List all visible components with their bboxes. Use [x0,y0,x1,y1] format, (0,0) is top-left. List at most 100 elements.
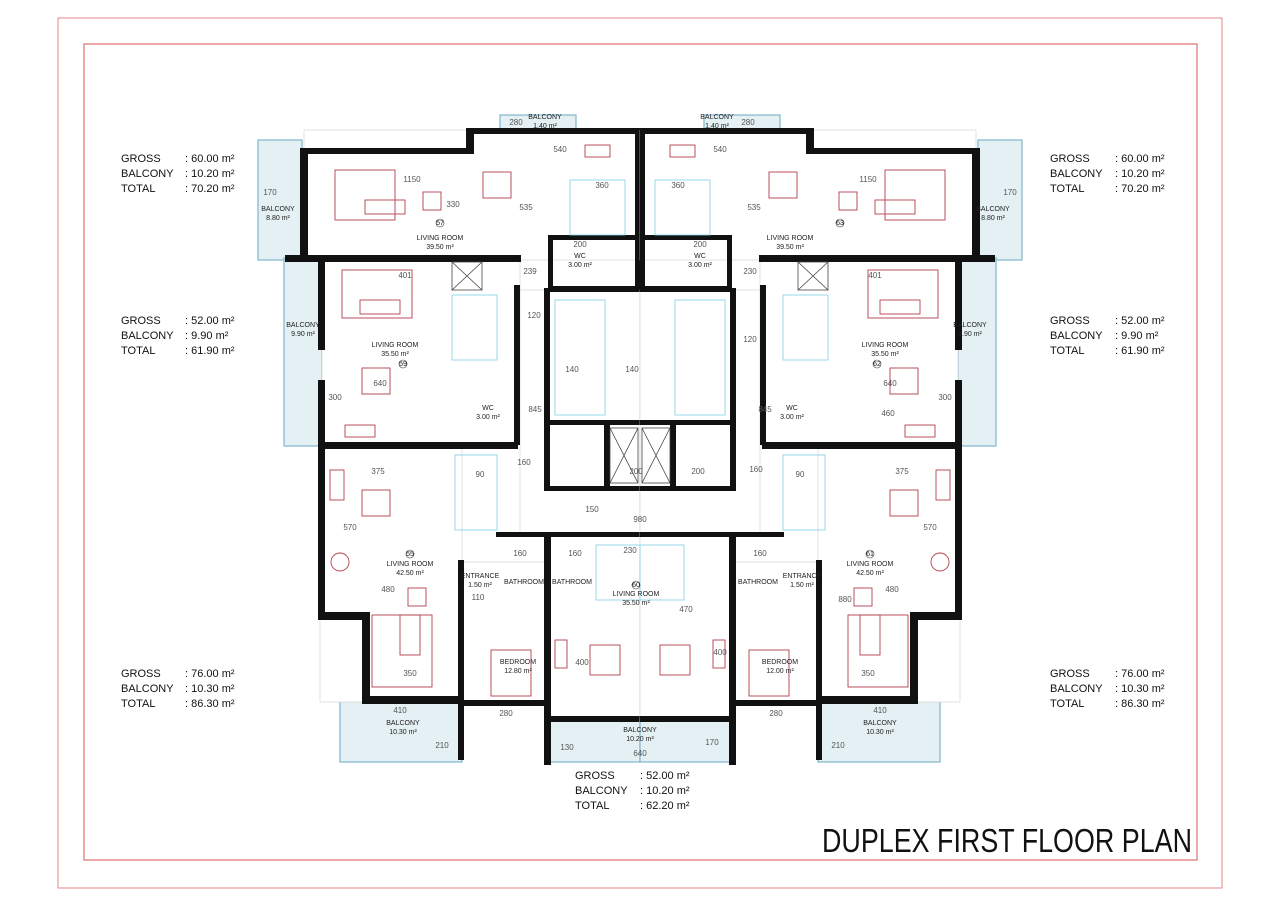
svg-text:1.40 m²: 1.40 m² [705,123,729,130]
area-table-bottom-right: GROSS: 76.00 m² BALCONY: 10.30 m² TOTAL:… [1050,668,1165,710]
svg-text:63: 63 [836,220,844,227]
svg-text:200: 200 [629,467,643,476]
svg-text:55: 55 [406,551,414,558]
svg-text:GROSS: GROSS [121,668,161,680]
svg-text:61: 61 [866,551,874,558]
svg-text:150: 150 [585,505,599,514]
svg-text:39.50 m²: 39.50 m² [776,244,804,251]
svg-text:3.00 m²: 3.00 m² [780,414,804,421]
svg-text:ENTRANCE: ENTRANCE [783,573,822,580]
svg-text:280: 280 [769,709,783,718]
svg-text:12.00 m²: 12.00 m² [766,668,794,675]
svg-text:460: 460 [881,409,895,418]
svg-text:410: 410 [393,706,407,715]
svg-text:980: 980 [633,515,647,524]
svg-text:42.50 m²: 42.50 m² [856,570,884,577]
svg-text:BALCONY: BALCONY [121,168,174,180]
svg-text:480: 480 [885,585,899,594]
svg-text:: 86.30 m²: : 86.30 m² [1115,698,1165,710]
svg-text:: 10.20 m²: : 10.20 m² [185,168,235,180]
svg-text:BALCONY: BALCONY [1050,168,1103,180]
svg-text:401: 401 [398,271,412,280]
svg-text:BALCONY: BALCONY [121,683,174,695]
svg-text:170: 170 [1003,188,1017,197]
svg-text:375: 375 [895,467,909,476]
svg-text:60: 60 [632,582,640,589]
svg-text:570: 570 [343,523,357,532]
svg-text:: 52.00 m²: : 52.00 m² [1115,315,1165,327]
svg-text:BALCONY: BALCONY [575,785,628,797]
svg-text:9.90 m²: 9.90 m² [958,331,982,338]
svg-text:3.00 m²: 3.00 m² [568,262,592,269]
svg-text:375: 375 [371,467,385,476]
svg-text:110: 110 [472,593,485,602]
svg-text:BALCONY: BALCONY [1050,330,1103,342]
svg-text:: 60.00 m²: : 60.00 m² [1115,153,1165,165]
svg-text:BALCONY: BALCONY [1050,683,1103,695]
svg-text:90: 90 [796,470,805,479]
svg-text:170: 170 [705,738,719,747]
svg-text:LIVING ROOM: LIVING ROOM [387,561,434,568]
svg-text:WC: WC [482,405,494,412]
svg-text:39.50 m²: 39.50 m² [426,244,454,251]
svg-text:: 76.00 m²: : 76.00 m² [1115,668,1165,680]
svg-text:160: 160 [513,549,527,558]
svg-text:239: 239 [523,267,537,276]
svg-text:: 61.90 m²: : 61.90 m² [1115,345,1165,357]
svg-text:280: 280 [499,709,513,718]
svg-text:WC: WC [786,405,798,412]
svg-text:540: 540 [713,145,727,154]
svg-text:LIVING ROOM: LIVING ROOM [862,342,909,349]
svg-text:BALCONY: BALCONY [286,322,320,329]
svg-text:200: 200 [573,240,587,249]
svg-text:130: 130 [560,743,574,752]
area-table-bottom-center: GROSS: 52.00 m² BALCONY: 10.20 m² TOTAL:… [575,770,690,812]
svg-text:90: 90 [476,470,485,479]
svg-text:: 76.00 m²: : 76.00 m² [185,668,235,680]
svg-text:350: 350 [403,669,417,678]
svg-text:LIVING ROOM: LIVING ROOM [847,561,894,568]
svg-text:8.80 m²: 8.80 m² [266,215,290,222]
svg-text:: 10.20 m²: : 10.20 m² [640,785,690,797]
svg-text:360: 360 [671,181,685,190]
svg-text:160: 160 [753,549,767,558]
svg-text:10.20 m²: 10.20 m² [626,736,654,743]
svg-text:1.40 m²: 1.40 m² [533,123,557,130]
svg-text:35.50 m²: 35.50 m² [871,351,899,358]
plan-title: DUPLEX FIRST FLOOR PLAN [822,822,1192,859]
svg-text:12.80 m²: 12.80 m² [504,668,532,675]
svg-text:42.50 m²: 42.50 m² [396,570,424,577]
svg-text:540: 540 [553,145,567,154]
svg-text:LIVING ROOM: LIVING ROOM [767,235,814,242]
svg-text:200: 200 [691,467,705,476]
svg-text:230: 230 [623,546,637,555]
svg-text:BATHROOM: BATHROOM [504,579,544,586]
svg-text:: 10.30 m²: : 10.30 m² [1115,683,1165,695]
svg-text:BALCONY: BALCONY [863,720,897,727]
svg-text:845: 845 [758,405,772,414]
svg-text:140: 140 [625,365,639,374]
svg-text:140: 140 [565,365,579,374]
svg-text:TOTAL: TOTAL [121,698,155,710]
svg-text:BALCONY: BALCONY [386,720,420,727]
svg-text:230: 230 [743,267,757,276]
svg-text:: 9.90 m²: : 9.90 m² [185,330,229,342]
svg-text:400: 400 [575,658,589,667]
svg-text:360: 360 [595,181,609,190]
svg-text:LIVING ROOM: LIVING ROOM [613,591,660,598]
svg-text:BEDROOM: BEDROOM [762,659,798,666]
svg-text:1.50 m²: 1.50 m² [790,582,814,589]
svg-text:GROSS: GROSS [121,153,161,165]
svg-text:1.50 m²: 1.50 m² [468,582,492,589]
svg-text:TOTAL: TOTAL [1050,698,1084,710]
svg-text:GROSS: GROSS [575,770,615,782]
svg-text:401: 401 [868,271,882,280]
svg-text:400: 400 [713,648,727,657]
svg-text:: 70.20 m²: : 70.20 m² [1115,183,1165,195]
svg-text:120: 120 [527,311,541,320]
svg-text:: 70.20 m²: : 70.20 m² [185,183,235,195]
svg-text:640: 640 [883,379,897,388]
svg-text:120: 120 [743,335,757,344]
